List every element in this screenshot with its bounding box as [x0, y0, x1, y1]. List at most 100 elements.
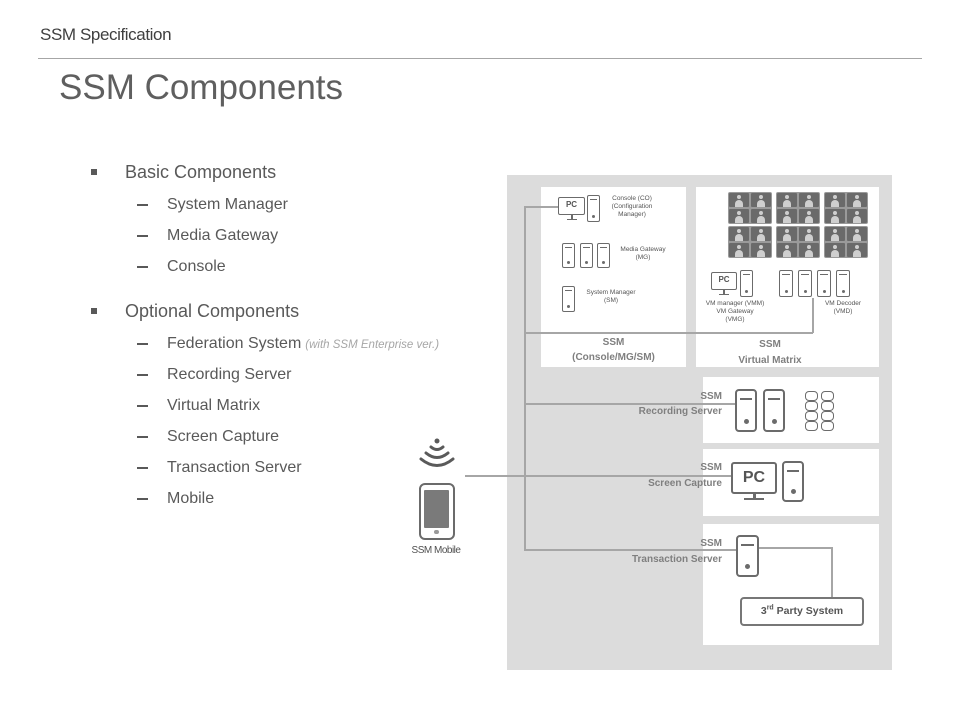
core-box-title: SSM	[602, 337, 625, 348]
item-transaction-server: Transaction Server	[167, 459, 302, 476]
dash-marker	[137, 204, 148, 206]
console-pc-icon: PC	[558, 197, 585, 220]
video-wall-monitor-icon	[729, 193, 749, 207]
video-wall-group	[728, 192, 772, 224]
video-wall-monitor-icon	[751, 209, 771, 223]
storage-disk-icon	[805, 421, 818, 431]
video-wall-group	[824, 192, 868, 224]
phone-screen	[424, 490, 449, 528]
video-wall-monitor-icon	[847, 227, 867, 241]
dash-marker	[137, 436, 148, 438]
caption-line: (SM)	[603, 297, 619, 304]
item-console: Console	[167, 258, 226, 275]
dash-marker	[137, 374, 148, 376]
vm-decoder-server-icon	[817, 270, 831, 297]
system-manager-caption: System Manager (SM)	[580, 289, 642, 305]
bullet-optional-components: Optional Components	[125, 301, 300, 321]
mobile-label: SSM Mobile	[411, 545, 461, 556]
video-wall-monitor-icon	[825, 227, 845, 241]
item-media-gateway: Media Gateway	[167, 227, 279, 244]
caption-line: VM Gateway	[716, 308, 754, 315]
video-wall-monitor-icon	[729, 243, 749, 257]
item-virtual-matrix: Virtual Matrix	[167, 397, 261, 414]
item-federation-system: Federation System(with SSM Enterprise ve…	[167, 334, 439, 355]
slide-title: SSM Components	[59, 68, 344, 107]
dash-marker	[137, 266, 148, 268]
transaction-server-title: SSM	[700, 538, 722, 549]
recording-server-box	[703, 377, 879, 443]
storage-disk-icon	[821, 421, 834, 431]
console-caption: Console (CO) (Configuration Manager)	[603, 195, 661, 219]
vm-decoder-server-icon	[779, 270, 793, 297]
transaction-server-subtitle: Transaction Server	[631, 554, 722, 565]
item-mobile: Mobile	[167, 490, 215, 507]
storage-disk-icon	[821, 391, 834, 401]
vm-decoder-server-icon	[798, 270, 812, 297]
virtual-matrix-title: SSM	[759, 339, 781, 350]
dash-marker	[137, 405, 148, 407]
recording-server-icon	[763, 389, 785, 432]
header-title: SSM Specification	[40, 25, 172, 44]
video-wall-monitor-icon	[825, 193, 845, 207]
video-wall-icon	[728, 192, 868, 259]
core-components-box	[541, 187, 686, 367]
video-wall-monitor-icon	[825, 243, 845, 257]
video-wall-monitor-icon	[777, 193, 797, 207]
third-party-number: 3	[760, 605, 767, 617]
vm-manager-pc-label: PC	[718, 275, 730, 284]
dash-marker	[137, 498, 148, 500]
vm-manager-pc-icon: PC	[711, 272, 737, 295]
vm-decoder-caption: VM Decoder (VMD)	[815, 300, 871, 316]
media-gateway-server-icon	[597, 243, 610, 268]
vm-manager-caption: VM manager (VMM) VM Gateway (VMG)	[700, 300, 770, 324]
console-pc-label: PC	[565, 200, 578, 209]
item-federation-note: (with SSM Enterprise ver.)	[305, 339, 440, 351]
video-wall-group	[728, 226, 772, 258]
recording-server-subtitle: Recording Server	[638, 406, 722, 417]
storage-disk-icon	[805, 411, 818, 421]
dash-marker	[137, 467, 148, 469]
video-wall-monitor-icon	[751, 243, 771, 257]
storage-disk-icon	[805, 391, 818, 401]
bullet-marker	[91, 169, 97, 175]
signal-dot	[434, 438, 440, 444]
storage-disk-icon	[821, 401, 834, 411]
wireless-signal-icon	[419, 438, 455, 467]
media-gateway-caption: Media Gateway (MG)	[612, 246, 674, 262]
bullet-marker	[91, 308, 97, 314]
screen-capture-pc-label: PC	[742, 469, 766, 486]
dash-marker	[137, 343, 148, 345]
video-wall-monitor-icon	[751, 193, 771, 207]
video-wall-group	[824, 226, 868, 258]
media-gateway-server-icon	[562, 243, 575, 268]
video-wall-monitor-icon	[729, 227, 749, 241]
screen-capture-title: SSM	[700, 462, 722, 473]
item-system-manager: System Manager	[167, 196, 288, 213]
caption-line: VM Decoder	[824, 300, 862, 307]
recording-server-icon	[735, 389, 757, 432]
item-screen-capture: Screen Capture	[167, 428, 280, 445]
caption-line: (MG)	[635, 254, 651, 261]
recording-server-title: SSM	[700, 391, 722, 402]
virtual-matrix-subtitle: Virtual Matrix	[738, 355, 802, 366]
video-wall-monitor-icon	[777, 227, 797, 241]
video-wall-monitor-icon	[799, 227, 819, 241]
caption-line: Media Gateway	[620, 246, 666, 253]
video-wall-monitor-icon	[847, 243, 867, 257]
transaction-server-box	[703, 524, 879, 645]
video-wall-group	[776, 226, 820, 258]
video-wall-monitor-icon	[777, 209, 797, 223]
item-federation-system-label: Federation System	[167, 335, 302, 352]
storage-disk-icon	[805, 401, 818, 411]
video-wall-monitor-icon	[751, 227, 771, 241]
mobile-phone-icon	[419, 483, 455, 540]
signal-arc	[424, 451, 450, 459]
third-party-system-box: 3rd Party System	[740, 597, 864, 626]
video-wall-monitor-icon	[847, 193, 867, 207]
item-recording-server: Recording Server	[167, 366, 292, 383]
caption-line: (VMG)	[725, 316, 745, 323]
video-wall-monitor-icon	[825, 209, 845, 223]
vm-gateway-server-icon	[740, 270, 753, 297]
media-gateway-server-icon	[580, 243, 593, 268]
signal-arc	[429, 445, 445, 451]
